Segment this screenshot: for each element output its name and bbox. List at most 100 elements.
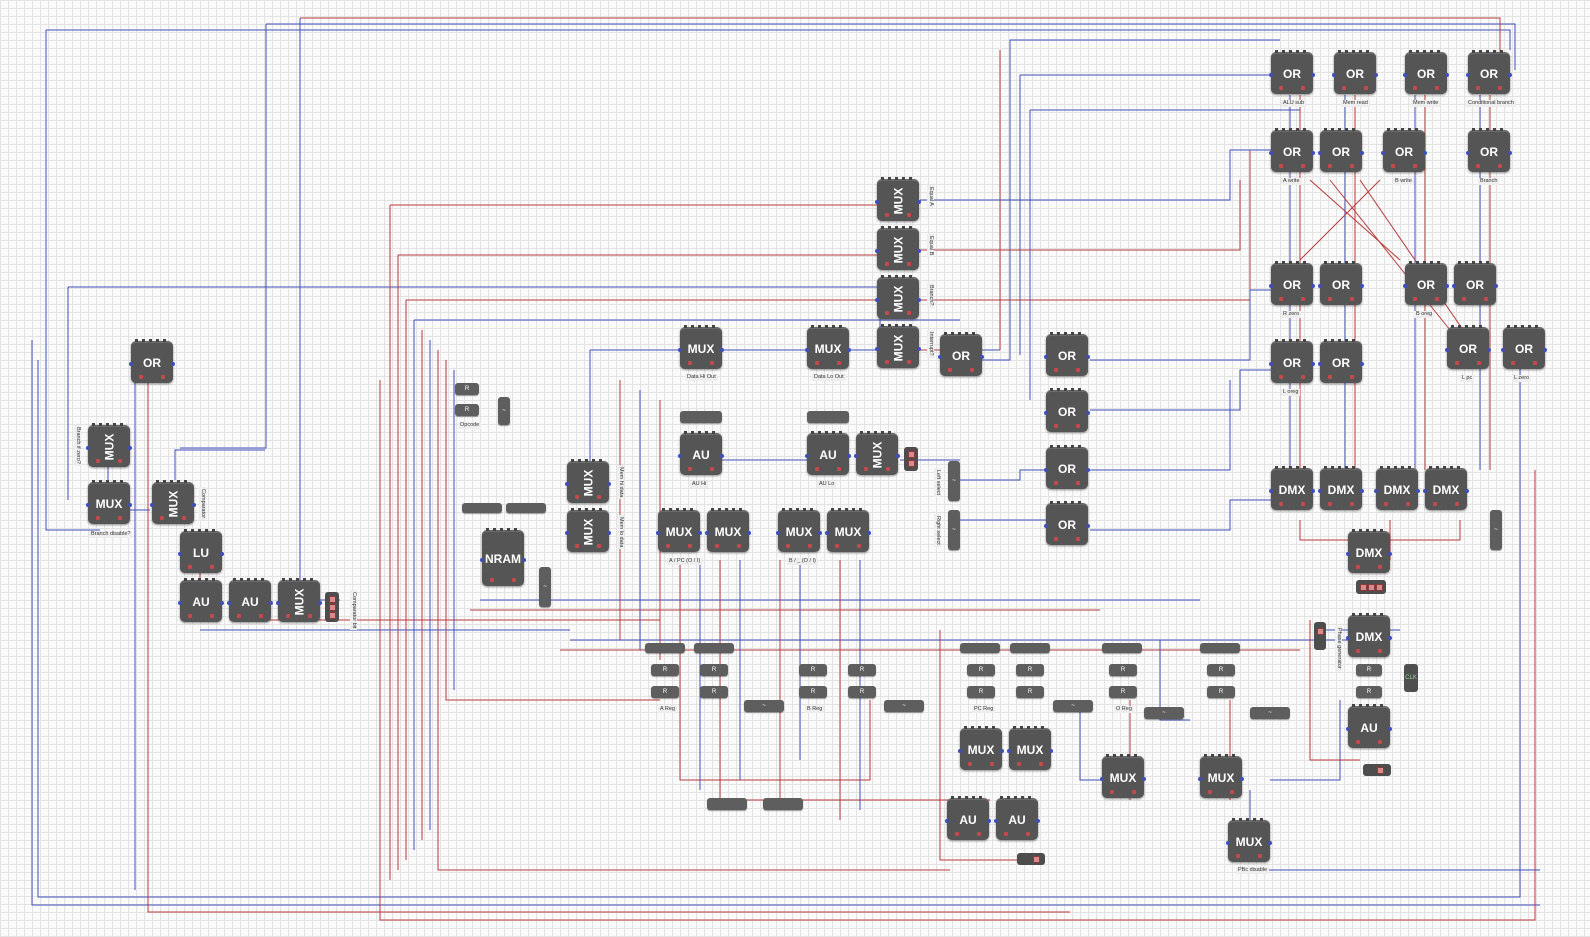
pin[interactable]: [1388, 636, 1392, 640]
register-bit[interactable]: R: [1016, 686, 1044, 698]
pin[interactable]: [875, 298, 879, 302]
au-block[interactable]: AU: [805, 431, 851, 475]
nram-block[interactable]: NRAM: [480, 528, 526, 586]
pin[interactable]: [227, 601, 231, 605]
pin[interactable]: [825, 531, 829, 535]
mux-block[interactable]: MUX: [825, 508, 871, 552]
au-block[interactable]: AU: [178, 578, 224, 622]
register-bit[interactable]: R: [1109, 686, 1137, 698]
or-gate[interactable]: OR: [1466, 50, 1512, 94]
switch[interactable]: ~: [498, 397, 510, 425]
register-bit[interactable]: R: [967, 664, 995, 676]
pin[interactable]: [805, 348, 809, 352]
pin[interactable]: [1007, 749, 1011, 753]
pin[interactable]: [938, 355, 942, 359]
pin[interactable]: [805, 454, 809, 458]
pin[interactable]: [1466, 151, 1470, 155]
pin[interactable]: [847, 348, 851, 352]
pin[interactable]: [875, 249, 879, 253]
mux-block[interactable]: MUX: [1007, 726, 1053, 770]
pin[interactable]: [1318, 489, 1322, 493]
pin[interactable]: [565, 531, 569, 535]
switch[interactable]: ~: [1250, 707, 1290, 719]
dmx-block[interactable]: DMX: [1269, 466, 1315, 510]
or-gate[interactable]: OR: [1445, 325, 1491, 369]
mux-block[interactable]: MUX: [875, 177, 921, 221]
pin[interactable]: [565, 482, 569, 486]
or-gate[interactable]: OR: [1269, 50, 1315, 94]
pin[interactable]: [86, 503, 90, 507]
pin[interactable]: [607, 531, 611, 535]
pin[interactable]: [656, 531, 660, 535]
mux-block[interactable]: MUX: [776, 508, 822, 552]
pin[interactable]: [1501, 348, 1505, 352]
pin[interactable]: [1198, 777, 1202, 781]
pin[interactable]: [678, 348, 682, 352]
pin[interactable]: [678, 454, 682, 458]
or-gate[interactable]: OR: [1269, 261, 1315, 305]
mux-block[interactable]: MUX: [1100, 754, 1146, 798]
pin[interactable]: [1311, 151, 1315, 155]
pin[interactable]: [1423, 151, 1427, 155]
or-gate[interactable]: OR: [1044, 332, 1090, 376]
pin[interactable]: [128, 503, 132, 507]
pin[interactable]: [1388, 552, 1392, 556]
register-bit[interactable]: R: [700, 664, 728, 676]
pin[interactable]: [318, 601, 322, 605]
mux-block[interactable]: MUX: [1198, 754, 1244, 798]
pin[interactable]: [1000, 749, 1004, 753]
register-bit[interactable]: R: [651, 664, 679, 676]
mux-block[interactable]: MUX: [656, 508, 702, 552]
pin[interactable]: [1086, 355, 1090, 359]
pin[interactable]: [875, 347, 879, 351]
pin[interactable]: [945, 819, 949, 823]
pin[interactable]: [1044, 411, 1048, 415]
pin[interactable]: [1346, 636, 1350, 640]
register-bit[interactable]: R: [651, 686, 679, 698]
pin[interactable]: [1142, 777, 1146, 781]
pin[interactable]: [1269, 284, 1273, 288]
pin[interactable]: [480, 558, 484, 562]
pin[interactable]: [178, 552, 182, 556]
pin[interactable]: [1403, 73, 1407, 77]
or-gate[interactable]: OR: [1269, 339, 1315, 383]
pin[interactable]: [1318, 284, 1322, 288]
pin[interactable]: [1086, 524, 1090, 528]
pin[interactable]: [522, 558, 526, 562]
pin[interactable]: [1318, 151, 1322, 155]
pin[interactable]: [1494, 284, 1498, 288]
or-gate[interactable]: OR: [1044, 445, 1090, 489]
switch[interactable]: ~: [884, 700, 924, 712]
pin[interactable]: [1508, 73, 1512, 77]
pin[interactable]: [847, 454, 851, 458]
pin[interactable]: [917, 298, 921, 302]
au-block[interactable]: AU: [1346, 704, 1392, 748]
pin[interactable]: [917, 347, 921, 351]
mux-block[interactable]: MUX: [276, 578, 322, 622]
dmx-block[interactable]: DMX: [1346, 529, 1392, 573]
pin[interactable]: [1240, 777, 1244, 781]
register-bit[interactable]: R: [1109, 664, 1137, 676]
dmx-block[interactable]: DMX: [1346, 613, 1392, 657]
switch[interactable]: ~: [1144, 707, 1184, 719]
mux-block[interactable]: MUX: [1226, 818, 1272, 862]
pin[interactable]: [896, 454, 900, 458]
pin[interactable]: [854, 454, 858, 458]
pin[interactable]: [1044, 468, 1048, 472]
pin[interactable]: [980, 355, 984, 359]
pin[interactable]: [1086, 468, 1090, 472]
pin[interactable]: [1311, 73, 1315, 77]
pin[interactable]: [276, 601, 280, 605]
or-gate[interactable]: OR: [1466, 128, 1512, 172]
pin[interactable]: [1086, 411, 1090, 415]
or-gate[interactable]: OR: [1332, 50, 1378, 94]
pin[interactable]: [987, 819, 991, 823]
pin[interactable]: [1311, 362, 1315, 366]
pin[interactable]: [1452, 284, 1456, 288]
or-gate[interactable]: OR: [1318, 261, 1364, 305]
mux-block[interactable]: MUX: [678, 325, 724, 369]
switch[interactable]: ~: [539, 567, 551, 607]
or-gate[interactable]: OR: [1318, 128, 1364, 172]
mux-block[interactable]: MUX: [86, 480, 132, 524]
pin[interactable]: [1036, 819, 1040, 823]
